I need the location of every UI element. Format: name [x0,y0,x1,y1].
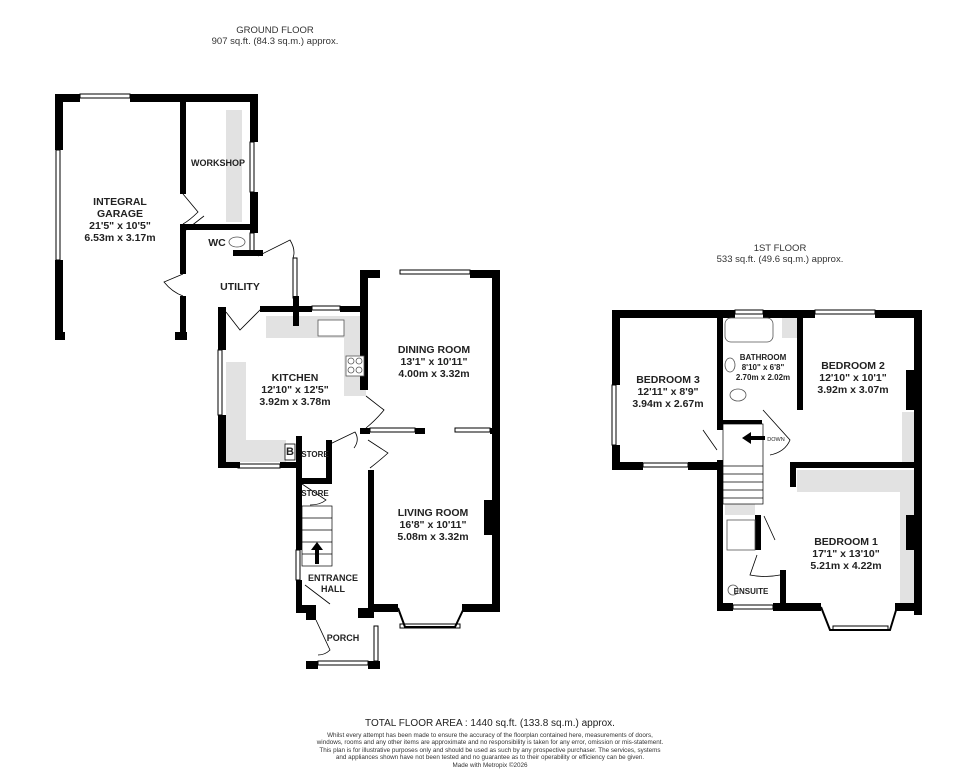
walls [55,94,922,669]
room-bedroom-3: BEDROOM 3 12'11" x 8'9" 3.94m x 2.67m [632,374,703,410]
disclaimer-text: Whilst every attempt has been made to en… [316,732,664,762]
room-name: DINING ROOM [397,344,471,356]
room-name: BEDROOM 1 [814,536,878,548]
room-imperial: 13'1" x 10'11" [400,356,468,368]
first-floor-area: 533 sq.ft. (49.6 sq.m.) approx. [716,254,844,265]
stairs-down-arrow-icon [742,432,765,444]
room-utility: UTILITY [220,281,260,293]
total-floor-area: TOTAL FLOOR AREA : 1440 sq.ft. (133.8 sq… [365,718,615,729]
shower-icon [726,519,756,551]
room-name: INTEGRAL [93,196,147,208]
room-kitchen: KITCHEN 12'10" x 12'5" 3.92m x 3.78m [259,372,330,408]
room-dining-room: DINING ROOM 13'1" x 10'11" 4.00m x 3.32m [398,344,470,380]
room-name: KITCHEN [271,372,319,384]
room-metric: 5.08m x 3.32m [397,531,469,543]
disclaimer: Whilst every attempt has been made to en… [315,732,665,769]
door-swings [163,193,791,656]
room-porch: PORCH [326,633,360,643]
room-entrance-hall: ENTRANCE HALL [308,573,358,594]
made-with-credit: Made with Metropix ©2026 [452,761,528,769]
first-floor-heading: 1ST FLOOR 533 sq.ft. (49.6 sq.m.) approx… [680,243,880,265]
room-name-line2: HALL [320,583,345,594]
fireplace [484,500,492,535]
room-name: BEDROOM 3 [636,374,700,386]
room-workshop: WORKSHOP [191,158,245,168]
ground-floor-title: GROUND FLOOR [236,25,314,36]
first-floor-title: 1ST FLOOR [753,243,807,254]
ensuite-basin-icon [727,584,739,596]
room-metric: 6.53m x 3.17m [84,232,156,244]
bathroom-toilet-icon [729,388,747,402]
room-metric: 2.70m x 2.02m [735,373,791,382]
room-name: LIVING ROOM [397,507,469,519]
room-name: BATHROOM [739,353,787,362]
room-store-2: STORE [301,489,329,498]
room-store-1: STORE [301,450,329,459]
room-living-room: LIVING ROOM 16'8" x 10'11" 5.08m x 3.32m [397,507,468,543]
room-imperial: 16'8" x 10'11" [399,519,467,531]
room-ensuite: ENSUITE [733,587,769,596]
room-name-line2: GARAGE [96,208,144,220]
room-imperial: 12'10" x 10'1" [819,372,887,384]
fixtures [228,236,774,596]
ground-floor-heading: GROUND FLOOR 907 sq.ft. (84.3 sq.m.) app… [160,25,390,47]
room-imperial: 17'1" x 13'10" [812,548,880,560]
room-imperial: 12'10" x 12'5" [261,384,329,396]
room-name: ENTRANCE [307,573,359,583]
kitchen-sink-icon [317,319,345,337]
wc-toilet-icon [228,236,246,248]
boiler-icon [284,443,296,461]
room-bathroom: BATHROOM 8'10" x 6'8" 2.70m x 2.02m [736,353,790,383]
bay-windows [397,606,898,631]
stairs-up-arrow-icon [311,542,323,564]
boiler-label: B [286,446,294,458]
room-metric: 3.94m x 2.67m [632,398,704,410]
room-metric: 3.92m x 3.78m [259,396,331,408]
room-imperial: 12'11" x 8'9" [637,386,699,398]
room-metric: 4.00m x 3.32m [398,368,470,380]
room-integral-garage: INTEGRAL GARAGE 21'5" x 10'5" 6.53m x 3.… [84,196,155,244]
bath-icon [724,317,774,343]
ground-floor-area: 907 sq.ft. (84.3 sq.m.) approx. [211,36,339,47]
room-metric: 5.21m x 4.22m [810,560,882,572]
room-bedroom-2: BEDROOM 2 12'10" x 10'1" 3.92m x 3.07m [817,360,888,396]
room-name: BEDROOM 2 [821,360,885,372]
room-imperial: 8'10" x 6'8" [741,363,785,372]
stairs-down-label: DOWN [767,437,785,443]
basin-icon [724,357,736,373]
room-wc: WC [208,237,226,249]
room-bedroom-1: BEDROOM 1 17'1" x 13'10" 5.21m x 4.22m [810,536,881,572]
room-metric: 3.92m x 3.07m [817,384,889,396]
room-imperial: 21'5" x 10'5" [89,220,151,232]
